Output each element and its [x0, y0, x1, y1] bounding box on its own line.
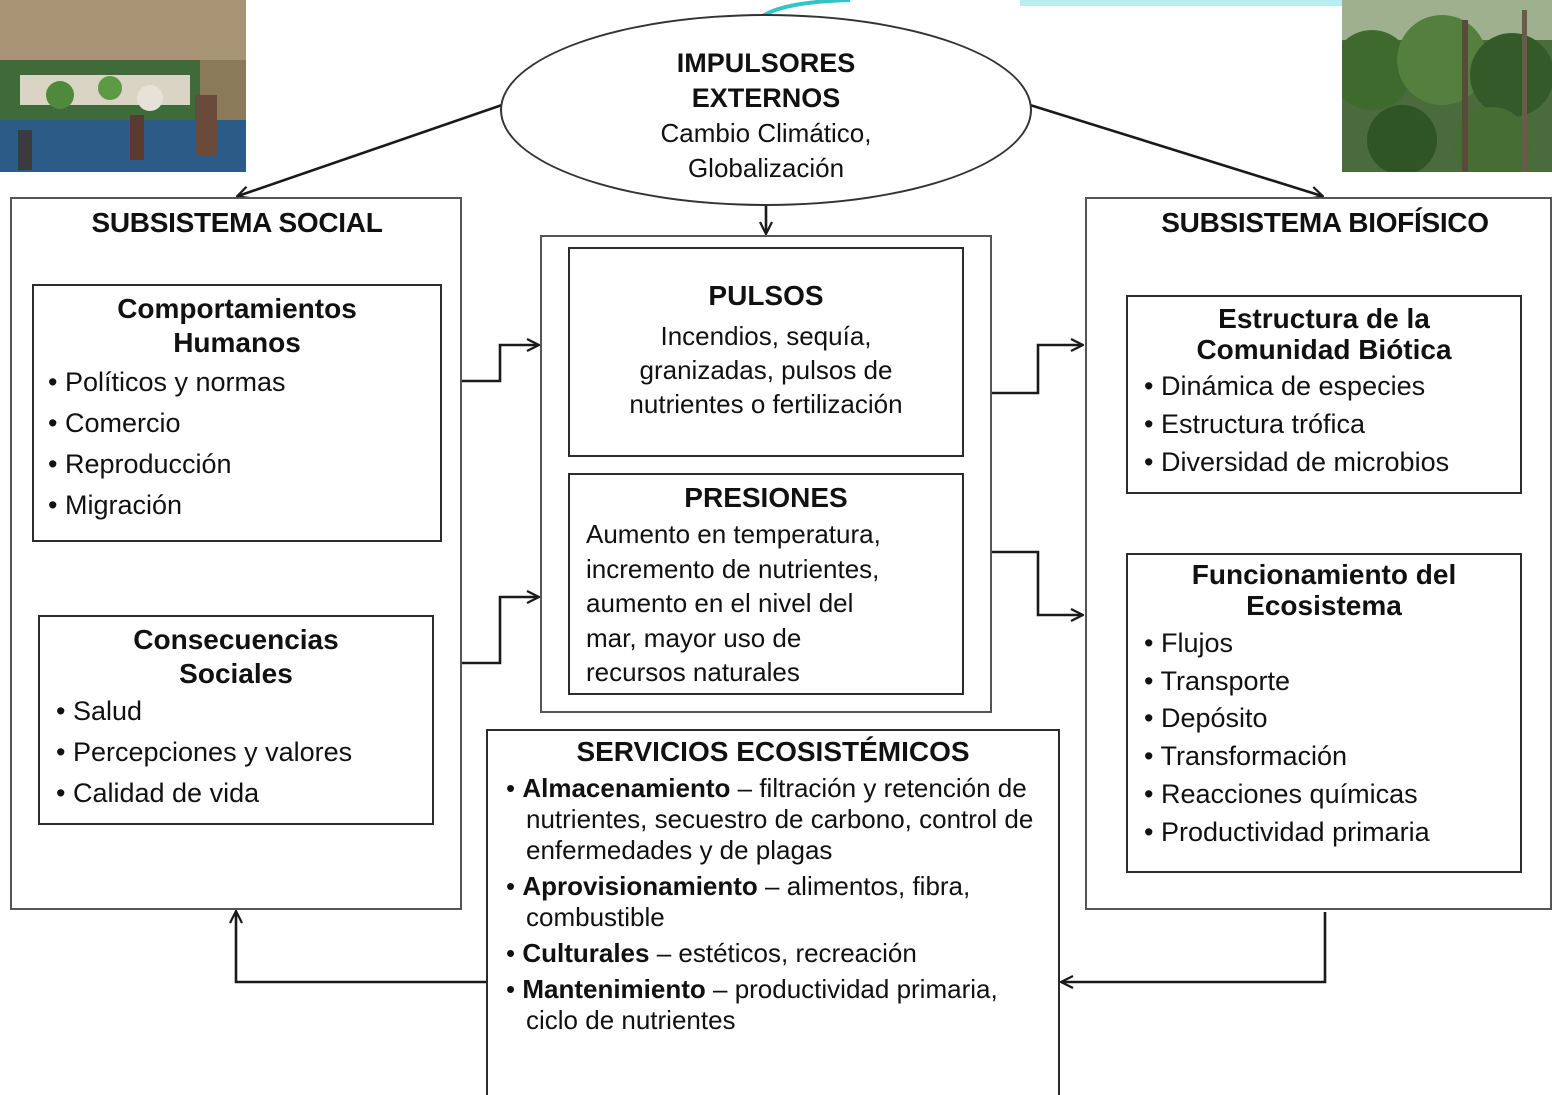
- pressures-box: PRESIONES Aumento en temperatura, increm…: [568, 473, 964, 695]
- biotic-structure-list: Dinámica de especies Estructura trófica …: [1144, 367, 1520, 481]
- pressures-text-line: recursos naturales: [586, 657, 800, 687]
- biotic-structure-box: Estructura de la Comunidad Biótica Dinám…: [1126, 295, 1522, 494]
- pressures-text-line: mar, mayor uso de: [586, 622, 802, 653]
- ecosystem-functioning-title-line2: Ecosistema: [1246, 590, 1402, 621]
- service-term: Aprovisionamiento: [522, 871, 758, 901]
- ecosystem-functioning-title: Funcionamiento del Ecosistema: [1128, 559, 1520, 621]
- service-term: Mantenimiento: [522, 974, 706, 1004]
- list-item: Transporte: [1144, 663, 1520, 701]
- pulses-box: PULSOS Incendios, sequía, granizadas, pu…: [568, 247, 964, 457]
- pressures-text: Aumento en temperatura, incremento de nu…: [586, 517, 962, 690]
- drivers-title-line2: EXTERNOS: [691, 83, 841, 113]
- ecosystem-services-box: SERVICIOS ECOSISTÉMICOS Almacenamiento –…: [486, 729, 1060, 1095]
- pulses-title: PULSOS: [708, 280, 824, 311]
- pressures-text-line: incremento de nutrientes,: [586, 553, 880, 584]
- ecosystem-services-list: Almacenamiento – filtración y retención …: [506, 773, 1048, 1036]
- human-behaviors-box: Comportamientos Humanos Políticos y norm…: [32, 284, 442, 542]
- external-drivers-ellipse: IMPULSORES EXTERNOS Cambio Climático, Gl…: [500, 14, 1032, 206]
- social-consequences-title-line2: Sociales: [179, 658, 293, 689]
- river-market-photo: [0, 0, 246, 172]
- social-consequences-list: Salud Percepciones y valores Calidad de …: [56, 691, 432, 814]
- list-item: Estructura trófica: [1144, 405, 1520, 443]
- list-item: Comercio: [48, 403, 440, 444]
- pulses-text-line2: granizadas, pulsos de: [639, 355, 893, 385]
- list-item: Flujos: [1144, 625, 1520, 663]
- list-item: Reproducción: [48, 444, 440, 485]
- social-subsystem-header: SUBSISTEMA SOCIAL: [91, 207, 383, 238]
- list-item: Productividad primaria: [1144, 814, 1520, 852]
- service-desc: – filtración y retención de nutrientes, …: [526, 773, 1034, 865]
- service-term: Culturales: [522, 938, 650, 968]
- service-item: Aprovisionamiento – alimentos, fibra, co…: [506, 871, 1048, 933]
- pressures-title: PRESIONES: [684, 482, 848, 513]
- biotic-structure-title-line1: Estructura de la: [1218, 303, 1430, 334]
- human-behaviors-title: Comportamientos Humanos: [34, 292, 440, 360]
- pulses-text-line1: Incendios, sequía,: [660, 321, 872, 351]
- service-item: Almacenamiento – filtración y retención …: [506, 773, 1048, 866]
- list-item: Políticos y normas: [48, 362, 440, 403]
- social-consequences-box: Consecuencias Sociales Salud Percepcione…: [38, 615, 434, 825]
- human-behaviors-list: Políticos y normas Comercio Reproducción…: [48, 362, 440, 526]
- list-item: Reacciones químicas: [1144, 776, 1520, 814]
- human-behaviors-title-line1: Comportamientos: [117, 293, 357, 324]
- ecosystem-services-title: SERVICIOS ECOSISTÉMICOS: [576, 736, 970, 767]
- service-desc: – productividad primaria, ciclo de nutri…: [526, 974, 998, 1035]
- list-item: Depósito: [1144, 700, 1520, 738]
- ecosystem-functioning-title-line1: Funcionamiento del: [1191, 559, 1457, 590]
- drivers-title: IMPULSORES EXTERNOS: [502, 46, 1030, 116]
- human-behaviors-title-line2: Humanos: [173, 327, 301, 358]
- forest-photo: [1342, 0, 1552, 172]
- drivers-text-line1: Cambio Climático,: [660, 118, 872, 148]
- service-term: Almacenamiento: [522, 773, 731, 803]
- service-desc: – alimentos, fibra, combustible: [526, 871, 971, 932]
- pulses-text-line3: nutrientes o fertilización: [629, 389, 903, 419]
- list-item: Transformación: [1144, 738, 1520, 776]
- list-item: Dinámica de especies: [1144, 367, 1520, 405]
- social-consequences-title: Consecuencias Sociales: [40, 623, 432, 691]
- drivers-title-line1: IMPULSORES: [676, 48, 856, 78]
- service-desc: – estéticos, recreación: [649, 938, 917, 968]
- pressures-text-line: aumento en el nivel del: [586, 588, 854, 618]
- drivers-text: Cambio Climático, Globalización: [502, 116, 1030, 186]
- pressures-text-line: Aumento en temperatura,: [586, 519, 881, 549]
- biotic-structure-title: Estructura de la Comunidad Biótica: [1128, 303, 1520, 365]
- list-item: Diversidad de microbios: [1144, 443, 1520, 481]
- list-item: Migración: [48, 485, 440, 526]
- service-item: Culturales – estéticos, recreación: [506, 938, 1048, 969]
- list-item: Percepciones y valores: [56, 732, 432, 773]
- service-item: Mantenimiento – productividad primaria, …: [506, 974, 1048, 1036]
- ecosystem-functioning-box: Funcionamiento del Ecosistema Flujos Tra…: [1126, 553, 1522, 873]
- drivers-text-line2: Globalización: [687, 153, 845, 183]
- biotic-structure-title-line2: Comunidad Biótica: [1196, 334, 1452, 365]
- list-item: Calidad de vida: [56, 773, 432, 814]
- social-consequences-title-line1: Consecuencias: [133, 624, 339, 655]
- list-item: Salud: [56, 691, 432, 732]
- pulses-text: Incendios, sequía, granizadas, pulsos de…: [570, 319, 962, 421]
- ecosystem-functioning-list: Flujos Transporte Depósito Transformació…: [1144, 625, 1520, 851]
- biophysical-subsystem-header: SUBSISTEMA BIOFÍSICO: [1161, 207, 1489, 238]
